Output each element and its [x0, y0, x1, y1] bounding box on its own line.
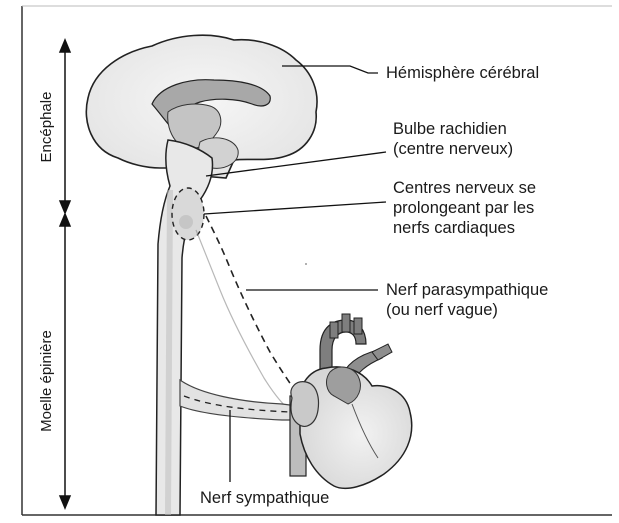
bulbe-label-line-2: (centre nerveux)	[393, 139, 513, 159]
encephale-label: Encéphale	[38, 82, 56, 172]
bulbe-label-line-1: Bulbe rachidien	[393, 119, 513, 139]
speck	[305, 263, 307, 265]
encephale-bracket-arrow	[60, 40, 70, 213]
atrium	[291, 382, 319, 427]
aortic-branch-1	[330, 322, 338, 338]
spinal-canal	[168, 190, 170, 515]
moelle-label: Moelle épinière	[38, 319, 56, 443]
centres-label: Centres nerveux se prolongeant par les n…	[393, 178, 536, 238]
nerve-centre-dot	[179, 215, 193, 229]
parasympathique-label: Nerf parasympathique (ou nerf vague)	[386, 280, 548, 320]
parasympathique-label-line-1: Nerf parasympathique	[386, 280, 548, 300]
sympathique-label: Nerf sympathique	[200, 488, 329, 508]
centres-label-line-2: prolongeant par les	[393, 198, 536, 218]
aortic-branch-2	[342, 314, 350, 332]
centres-label-line-1: Centres nerveux se	[393, 178, 536, 198]
hemisphere-label: Hémisphère cérébral	[386, 63, 539, 83]
moelle-bracket-arrow	[60, 214, 70, 508]
parasympathetic-nerve-edge	[196, 230, 292, 412]
bulbe-label: Bulbe rachidien (centre nerveux)	[393, 119, 513, 159]
pointer-centres	[204, 202, 386, 214]
centres-label-line-3: nerfs cardiaques	[393, 218, 536, 238]
aortic-branch-3	[354, 318, 362, 334]
parasympathique-label-line-2: (ou nerf vague)	[386, 300, 548, 320]
parasympathetic-nerve	[206, 216, 300, 398]
bulbe-nerve-centre	[172, 188, 204, 240]
